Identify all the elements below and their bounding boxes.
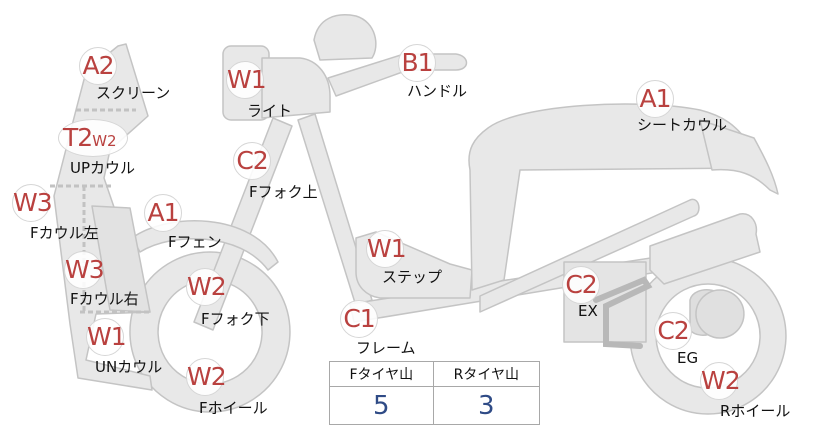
handle-code-badge: B1	[398, 44, 436, 82]
step-label: ステップ	[382, 268, 443, 286]
eg-code-badge: C2	[654, 312, 692, 350]
f-cowl-left-code-badge: W3	[12, 184, 53, 222]
ex-code-badge: C2	[562, 266, 600, 304]
up-cowl-code-badge: T2W2	[58, 119, 128, 157]
r-wheel-code-badge: W2	[700, 362, 741, 400]
seat-cowl-code-badge: A1	[636, 80, 674, 118]
screen-label: スクリーン	[96, 84, 171, 102]
f-fork-upper-code-badge: C2	[233, 142, 271, 180]
eg-label: EG	[677, 349, 699, 367]
un-cowl-code-badge: W1	[86, 318, 127, 356]
f-cowl-right-code-badge: W3	[64, 251, 105, 289]
up-cowl-label: UPカウル	[70, 159, 136, 177]
ex-label: EX	[578, 302, 598, 320]
f-cowl-right-label: Fカウル右	[70, 290, 139, 308]
f-cowl-left-label: Fカウル左	[30, 224, 99, 242]
r-tire-value: 3	[432, 386, 541, 425]
step-code-badge: W1	[366, 230, 407, 268]
light-label: ライト	[247, 102, 293, 120]
f-fork-lower-code-badge: W2	[186, 268, 227, 306]
f-fork-upper-label: Fフォク上	[249, 183, 318, 201]
un-cowl-label: UNカウル	[95, 358, 163, 376]
f-fender-code-badge: A1	[144, 194, 182, 232]
up-cowl-code: T2	[63, 123, 93, 152]
tire-table-header-row: Fタイヤ山 Rタイヤ山	[329, 361, 541, 387]
handle-label: ハンドル	[407, 82, 468, 100]
f-fender-label: Fフェン	[168, 233, 222, 251]
up-cowl-sub-code: W2	[92, 132, 117, 150]
seat-cowl-label: シートカウル	[637, 116, 728, 134]
frame-label: フレーム	[356, 339, 416, 357]
f-tire-value: 5	[329, 386, 434, 425]
r-tire-header: Rタイヤ山	[432, 361, 541, 387]
frame-code-badge: C1	[340, 300, 378, 338]
tire-tread-table: Fタイヤ山 Rタイヤ山 5 3	[329, 361, 541, 425]
f-wheel-code-badge: W2	[186, 358, 227, 396]
r-wheel-label: Rホイール	[720, 402, 791, 420]
f-wheel-label: Fホイール	[199, 399, 268, 417]
tire-table-value-row: 5 3	[329, 386, 541, 425]
f-tire-header: Fタイヤ山	[329, 361, 434, 387]
f-fork-lower-label: Fフォク下	[201, 310, 270, 328]
screen-code-badge: A2	[79, 47, 117, 85]
light-code-badge: W1	[226, 61, 267, 99]
